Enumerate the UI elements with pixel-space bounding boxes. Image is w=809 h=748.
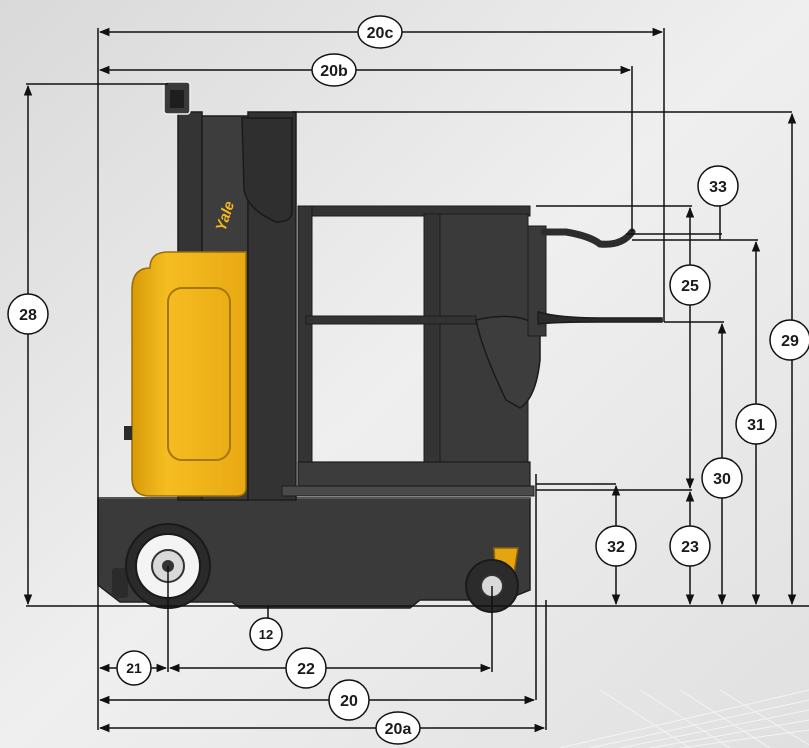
dimension-label-22: 22 [285,647,327,689]
dimension-label-29-text: 29 [781,333,799,350]
background-grid-pattern [559,689,809,748]
mast-hose-cover [241,117,293,223]
platform-floor-plate [281,485,535,497]
dimension-label-30-text: 30 [713,471,731,488]
dimension-label-20b: 20b [311,53,357,87]
dimension-label-33: 33 [697,165,739,207]
dimension-label-25-text: 25 [681,278,699,295]
dimension-label-30: 30 [701,457,743,499]
dimension-label-25: 25 [669,264,711,306]
dimension-label-12-text: 12 [259,627,273,642]
dimension-label-20c-text: 20c [367,25,394,42]
beacon-light-lens [170,90,184,108]
dimension-label-20b-text: 20b [320,63,348,80]
dimension-label-21-text: 21 [126,660,142,676]
control-console [475,315,541,409]
cage-mid-rail [305,315,477,325]
dimension-label-20-text: 20 [340,693,358,710]
lower-work-tray [537,311,663,325]
upper-tray-handle [540,228,636,248]
dimension-label-32: 32 [595,525,637,567]
dimension-label-31: 31 [735,403,777,445]
console-bracket [527,225,547,337]
cage-post-middle [423,213,441,469]
dimension-label-21: 21 [116,650,152,686]
platform-floor [297,461,531,487]
rear-bumper [112,568,128,598]
dimension-label-23-text: 23 [681,539,699,556]
dimension-label-28: 28 [7,293,49,335]
dimension-label-33-text: 33 [709,179,727,196]
dimension-label-22-text: 22 [297,661,315,678]
dimension-label-28-text: 28 [19,307,37,324]
dimension-label-20c: 20c [357,15,403,49]
forklift-illustration: Yale [97,81,663,613]
dimension-label-29: 29 [769,319,809,361]
dimension-label-20: 20 [328,679,370,721]
dimension-label-20a: 20a [375,711,421,745]
counterweight-side-latch [124,426,132,440]
dimension-label-20a-text: 20a [385,721,412,738]
dimension-label-12: 12 [249,617,283,651]
cage-post-left [297,205,313,469]
dimension-label-32-text: 32 [607,539,625,556]
counterweight-panel [167,287,231,461]
dimension-label-23: 23 [669,525,711,567]
counterweight-cover [131,251,247,497]
dimension-label-31-text: 31 [747,417,765,434]
